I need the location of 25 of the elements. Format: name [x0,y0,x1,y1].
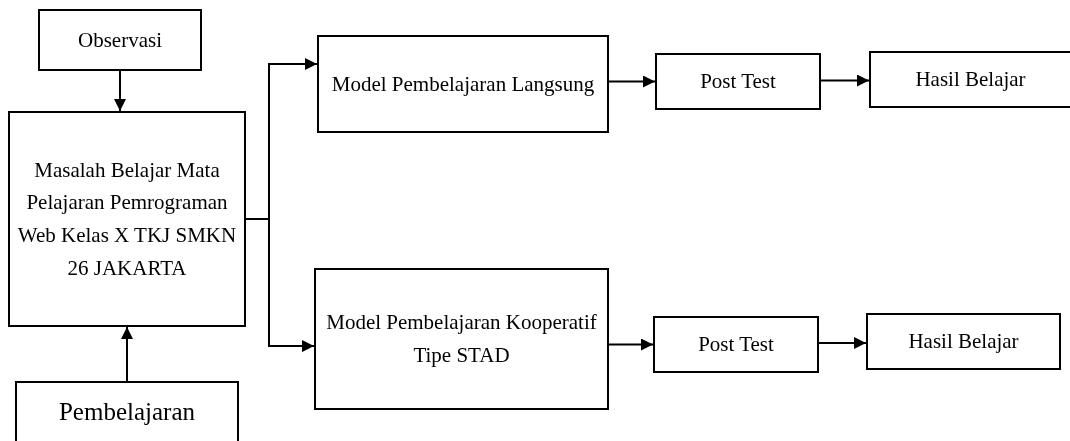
box-label: Post Test [700,68,776,96]
box-label: Model Pembelajaran Kooperatif Tipe STAD [325,309,598,369]
arrow [608,338,654,351]
process-box [38,9,202,71]
process-box [655,53,821,110]
box-label: Post Test [698,331,774,359]
process-box [869,51,1070,108]
box-label: Hasil Belajar [915,66,1026,94]
process-box [317,35,609,133]
arrow [608,75,656,88]
arrow [818,337,867,349]
process-box [866,313,1061,370]
process-box [15,381,239,441]
process-box [653,316,819,373]
box-label: Model Pembelajaran Langsung [331,70,595,98]
arrow [245,218,315,353]
process-box [8,111,246,327]
box-label: Hasil Belajar [908,328,1019,356]
process-box [314,268,609,410]
arrow [820,74,870,87]
box-label: Observasi [78,26,162,54]
arrow [114,70,126,112]
box-label: Masalah Belajar Mata Pelajaran Pemrograman Web Kelas X TKJ SMKN 26 JAKARTA [16,156,238,282]
box-label: Pembelajaran [58,396,196,427]
arrow [121,326,133,382]
